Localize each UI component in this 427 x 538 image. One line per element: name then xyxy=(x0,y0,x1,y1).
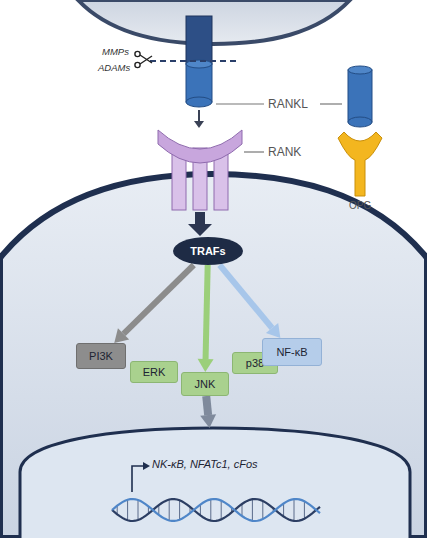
pathway-box: JNK xyxy=(181,372,229,396)
dna-rung xyxy=(210,499,211,520)
protein-label: RANK xyxy=(268,145,301,159)
pathway-box: NF-κB xyxy=(262,338,322,366)
pathway-box: ERK xyxy=(130,361,178,383)
dna-rung xyxy=(262,501,263,519)
nucleus-border xyxy=(20,428,410,538)
rankl-membrane xyxy=(186,64,212,102)
transcription-arrow xyxy=(132,466,144,492)
opg-protein xyxy=(338,132,382,196)
dna-rung xyxy=(304,501,305,518)
protein-label: RANKL xyxy=(268,97,308,111)
adaptor-ellipse: TRAFs xyxy=(173,237,243,265)
rankl-soluble xyxy=(348,70,372,122)
dna-rung xyxy=(138,500,139,520)
scissors-symbol xyxy=(135,62,140,67)
pathway-box: PI3K xyxy=(76,343,126,369)
signal-arrow xyxy=(124,265,194,334)
rank-receptor xyxy=(158,130,242,163)
signal-arrow xyxy=(206,396,208,415)
upper-cell xyxy=(78,0,350,44)
dna-rung xyxy=(221,501,222,520)
dna-rung xyxy=(169,500,170,521)
enzyme-label: ADAMs xyxy=(98,62,130,73)
dna-rung xyxy=(127,500,128,521)
scissors-symbol xyxy=(140,55,152,63)
node-label: TRAFs xyxy=(190,245,225,257)
node-label: PI3K xyxy=(89,350,113,362)
node-label: ERK xyxy=(143,366,166,378)
scissors-symbol xyxy=(135,51,140,56)
scissors-symbol xyxy=(135,51,152,67)
leader-line xyxy=(244,151,264,152)
nucleus xyxy=(20,428,410,538)
dna-rung xyxy=(294,499,295,521)
signal-arrow xyxy=(220,265,272,328)
dna-rung xyxy=(283,503,284,516)
rankl-membrane xyxy=(186,97,212,107)
leader-line xyxy=(216,103,264,104)
dna-rung xyxy=(252,499,253,521)
rankl-membrane xyxy=(186,16,212,64)
nucleus-region: NK-κB, NFATc1, cFos xyxy=(20,428,410,538)
rankl-soluble xyxy=(348,66,372,74)
dna-rung xyxy=(179,500,180,519)
node-label: JNK xyxy=(195,378,216,390)
rank-receptor xyxy=(158,130,242,210)
dna-rung xyxy=(242,504,243,516)
enzyme-label: MMPs xyxy=(102,46,129,57)
protein-label: OPG xyxy=(349,200,371,211)
binding-arrow-head xyxy=(194,121,204,128)
dna-strand xyxy=(112,499,320,521)
nucleus-outline xyxy=(20,428,410,538)
gene-list: NK-κB, NFATc1, cFos xyxy=(152,458,258,470)
binding-arrow xyxy=(198,110,200,122)
signal-arrow xyxy=(188,212,212,236)
scissors-symbol xyxy=(140,56,152,64)
node-label: NF-κB xyxy=(276,346,307,358)
dna-helix xyxy=(112,499,320,521)
rankl-membrane xyxy=(186,16,212,107)
rankl-soluble xyxy=(348,66,372,127)
transcription-arrow-head xyxy=(143,462,150,470)
cleavage-line xyxy=(150,60,236,62)
leader-line xyxy=(320,103,342,104)
signal-arrow xyxy=(206,265,208,359)
rankl-soluble xyxy=(348,117,372,127)
rankl-membrane xyxy=(186,60,212,68)
dna-strand xyxy=(112,499,320,521)
